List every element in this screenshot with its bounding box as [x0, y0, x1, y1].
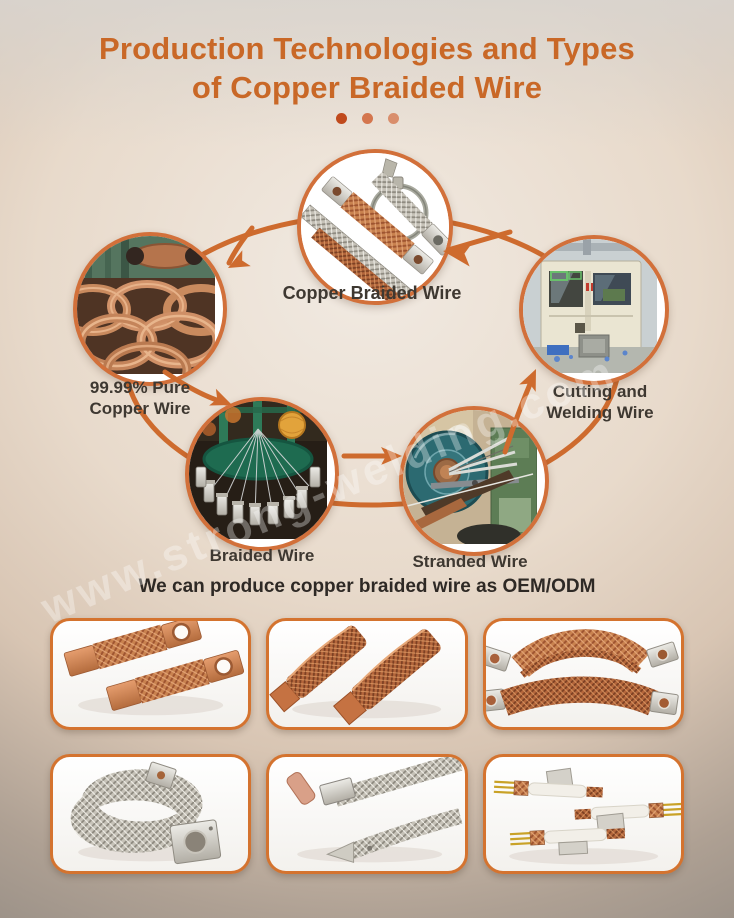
product-photo-braided-wire-assemblies — [482, 754, 684, 874]
dot-icon — [387, 113, 399, 124]
step-label-stranded-wire: Stranded Wire — [412, 552, 528, 571]
title-divider-dots — [0, 113, 734, 124]
product-photo-copper-braid-connectors — [50, 618, 252, 730]
photo-pure-copper-wire — [73, 232, 227, 386]
title-line-2: of Copper Braided Wire — [191, 70, 543, 105]
oem-odm-tagline: We can produce copper braided wire as OE… — [138, 576, 596, 597]
step-label-pure-copper-wire: 99.99% Pure Copper Wire — [89, 378, 191, 418]
step-label-braided-wire: Braided Wire — [209, 546, 315, 565]
product-photo-thick-copper-braids — [266, 618, 468, 730]
dot-icon — [361, 113, 373, 124]
product-photo-copper-braid-flexible-connectors — [482, 618, 684, 730]
product-grid — [50, 618, 684, 874]
page-title: Production Technologies and Types of Cop… — [0, 29, 734, 107]
product-photo-tinned-braid-coil — [50, 754, 252, 874]
photo-copper-braided-wire — [297, 149, 453, 305]
step-label-copper-braided-wire: Copper Braided Wire — [282, 283, 462, 303]
product-photo-tinned-braid-connectors — [266, 754, 468, 874]
title-line-1: Production Technologies and Types — [99, 31, 635, 66]
dot-icon — [335, 113, 347, 124]
